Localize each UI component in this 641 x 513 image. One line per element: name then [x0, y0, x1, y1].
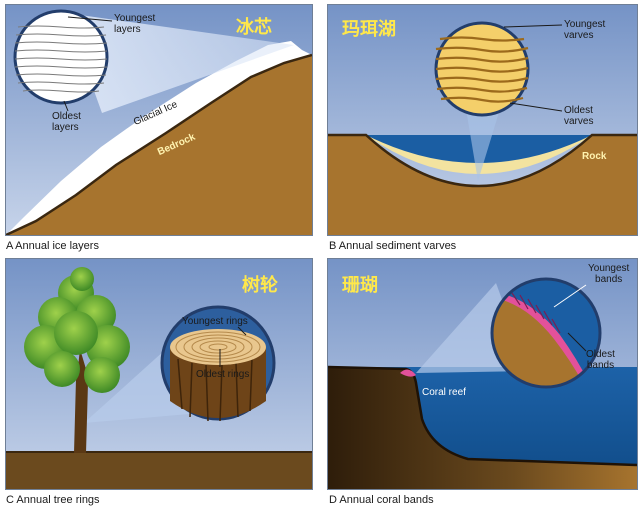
title-maar-lake: 玛珥湖 — [342, 19, 396, 40]
tree-ring-lines — [175, 331, 261, 363]
zoom-beam — [466, 109, 500, 181]
oldest-pointer — [63, 100, 69, 112]
zoom-beam — [66, 13, 294, 113]
coral-reef-label: Coral reef — [422, 387, 466, 398]
youngest-varves-label: Youngest varves — [564, 19, 606, 41]
lake-sediment — [366, 135, 592, 174]
oldest-bands-label: Oldest bands — [586, 349, 615, 371]
youngest-pointer — [503, 24, 563, 28]
youngest-rings-label: Youngest rings — [182, 316, 248, 327]
caption-tree-rings: C Annual tree rings — [6, 494, 100, 506]
oldest-pointer — [509, 102, 563, 112]
ground — [6, 452, 312, 489]
coral-reef — [400, 369, 416, 377]
caption-ice-layers: A Annual ice layers — [6, 240, 99, 252]
bedrock-edge — [6, 53, 312, 235]
basin-edge — [328, 133, 637, 188]
coral-bands-illustration — [328, 259, 637, 489]
ice-layers-illustration — [6, 5, 312, 235]
youngest-pointer — [553, 284, 587, 308]
sediment-varves-illustration — [328, 5, 637, 235]
stump-bark — [170, 347, 266, 418]
panel-sediment-varves: 玛珥湖 Youngest varves Oldest varves Rock — [327, 4, 638, 236]
oldest-pointer — [567, 332, 587, 352]
panel-coral-bands: 珊瑚 Youngest bands Oldest bands Coral ree… — [327, 258, 638, 490]
youngest-bands-label: Youngest bands — [588, 263, 630, 285]
varve-lines — [435, 36, 529, 103]
bark-texture — [177, 358, 253, 422]
oldest-layers-label: Oldest layers — [52, 111, 81, 133]
panel-tree-rings: 树轮 Youngest rings Oldest rings — [5, 258, 313, 490]
caption-sediment-varves: B Annual sediment varves — [329, 240, 457, 252]
rock-label: Rock — [582, 151, 607, 162]
tree-rings-illustration — [6, 259, 312, 489]
tree-foliage — [24, 267, 130, 393]
coral-magnifier — [490, 277, 602, 389]
ice-core-magnifier — [13, 9, 109, 105]
ice-layer-lines — [14, 25, 108, 93]
youngest-pointer — [237, 326, 247, 336]
oldest-varves-label: Oldest varves — [564, 105, 594, 127]
title-coral: 珊瑚 — [342, 275, 378, 296]
youngest-layers-label: Youngest layers — [114, 13, 156, 35]
title-tree-ring: 树轮 — [242, 275, 278, 296]
caption-coral-bands: D Annual coral bands — [329, 494, 434, 506]
panel-ice-layers: 冰芯 Youngest layers Oldest layers Glacial… — [5, 4, 313, 236]
coastal-shelf — [328, 367, 637, 489]
title-ice-core: 冰芯 — [236, 17, 272, 38]
oldest-rings-label: Oldest rings — [196, 369, 250, 380]
youngest-pointer — [67, 16, 113, 22]
bedrock — [6, 55, 312, 235]
